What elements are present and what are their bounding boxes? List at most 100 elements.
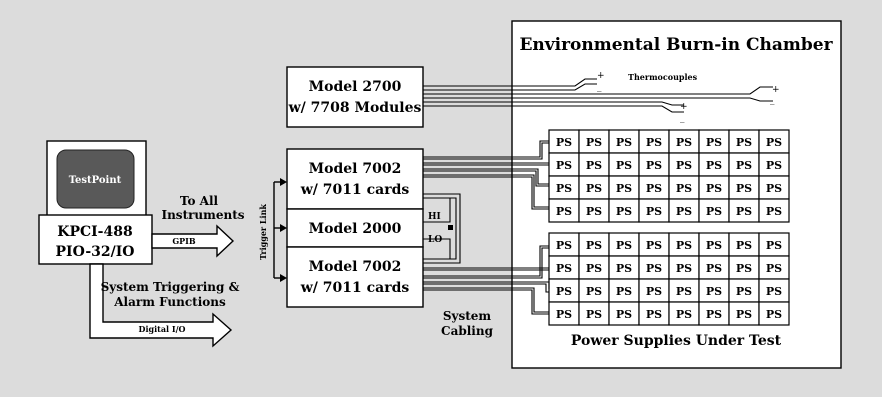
digital-io-arrow xyxy=(89,263,233,348)
model-2000-label: Model 2000 xyxy=(309,221,402,237)
ps-cell-label: PS xyxy=(616,239,632,252)
ps-cell-label: PS xyxy=(586,308,602,321)
ps-cell-label: PS xyxy=(766,308,782,321)
system-triggering-label: System Triggering & xyxy=(101,280,240,294)
ps-cell-label: PS xyxy=(556,262,572,275)
hi-lo-junction xyxy=(448,225,453,230)
lo-label: LO xyxy=(428,235,442,245)
cable-7002b-4 xyxy=(422,287,549,315)
ps-cell-label: PS xyxy=(586,136,602,149)
ps-grid-upper: PS PS PS PS PS PS PS PS PS PS PS PS PS PS PS PS PS PS PS PS… xyxy=(548,129,790,223)
ps-cell-label: PS xyxy=(556,308,572,321)
testpoint-label: TestPoint xyxy=(69,175,122,186)
ps-cell-label: PS xyxy=(706,262,722,275)
ps-cell-label: PS xyxy=(706,239,722,252)
ps-cell-label: PS xyxy=(706,308,722,321)
ps-cell-label: PS xyxy=(616,262,632,275)
ps-cell-label: PS xyxy=(706,285,722,298)
ps-cell-label: PS xyxy=(766,136,782,149)
cabling-label: Cabling xyxy=(441,324,494,338)
tc2-plus: + xyxy=(772,85,780,95)
ps-cell-label: PS xyxy=(676,159,692,172)
ps-cell-label: PS xyxy=(616,182,632,195)
ps-cell-label: PS xyxy=(766,182,782,195)
model-7002-lower-label: Model 7002 xyxy=(309,259,402,275)
ps-cell-label: PS xyxy=(736,159,752,172)
model-7002-lower-box xyxy=(286,246,424,308)
to-all-label: To All xyxy=(180,194,219,208)
model-2700-box xyxy=(286,66,424,128)
gpib-arrow xyxy=(151,224,235,258)
ps-cell-label: PS xyxy=(676,205,692,218)
ps-cell-label: PS xyxy=(676,239,692,252)
hi-wire xyxy=(423,198,451,223)
thermocouple-cables xyxy=(423,78,773,113)
gpib-label: GPIB xyxy=(172,236,196,246)
ps-cell-label: PS xyxy=(706,136,722,149)
hi-lo-wiring xyxy=(423,193,461,264)
chamber-title: Environmental Burn-in Chamber xyxy=(519,35,833,55)
ps-cell-label: PS xyxy=(736,205,752,218)
ps-cell-label: PS xyxy=(556,159,572,172)
ps-cell-label: PS xyxy=(736,136,752,149)
monitor-screen xyxy=(56,149,135,209)
ps-cell-label: PS xyxy=(766,285,782,298)
ps-cell-label: PS xyxy=(766,205,782,218)
model-7002-upper-label: Model 7002 xyxy=(309,161,402,177)
power-supplies-caption: Power Supplies Under Test xyxy=(571,333,782,349)
tc1-minus: _ xyxy=(597,82,602,92)
ps-cell-label: PS xyxy=(766,262,782,275)
hi-lo-outer-loop xyxy=(423,193,461,264)
ps-cell-label: PS xyxy=(766,239,782,252)
cable-7002a-2 xyxy=(422,162,549,166)
ps-cell-label: PS xyxy=(646,239,662,252)
ps-cell-label: PS xyxy=(586,159,602,172)
ps-cell-label: PS xyxy=(736,308,752,321)
ps-cell-label: PS xyxy=(676,182,692,195)
cable-7002a-1 xyxy=(422,140,549,160)
ps-cell-label: PS xyxy=(616,308,632,321)
alarm-functions-label: Alarm Functions xyxy=(113,295,226,309)
thermocouple-polarity-marks: + _ + _ + _ xyxy=(597,71,780,123)
ps-cell-label: PS xyxy=(586,239,602,252)
ps-cell-label: PS xyxy=(736,262,752,275)
thermocouple-2-wires xyxy=(423,86,773,102)
ps-cell-label: PS xyxy=(586,205,602,218)
tc1-plus: + xyxy=(597,71,605,81)
ps-cell-label: PS xyxy=(646,285,662,298)
ps-cell-upper xyxy=(758,198,790,223)
ps-cell-label: PS xyxy=(676,285,692,298)
ps-cell-label: PS xyxy=(556,182,572,195)
tc3-minus: _ xyxy=(680,113,685,123)
trigger-link-label: Trigger Link xyxy=(258,204,268,260)
lo-wire xyxy=(423,238,451,259)
ps-cell-label: PS xyxy=(616,205,632,218)
ps-cell-label: PS xyxy=(676,262,692,275)
ps-cell-label: PS xyxy=(556,136,572,149)
trigger-link-bus xyxy=(273,178,287,282)
ps-cell-label: PS xyxy=(646,136,662,149)
ps-cell-label: PS xyxy=(646,159,662,172)
ps-cell-label: PS xyxy=(706,159,722,172)
tc2-minus: _ xyxy=(770,95,775,105)
ps-cell-label: PS xyxy=(736,239,752,252)
ps-grid-lower: PS PS PS PS PS PS PS PS PS PS PS PS PS PS PS PS PS PS PS PS… xyxy=(548,232,790,326)
ps-cell-label: PS xyxy=(706,182,722,195)
ps-cell-label: PS xyxy=(706,205,722,218)
cable-7002a-3 xyxy=(422,168,549,187)
ps-cell-label: PS xyxy=(736,285,752,298)
pio-32-label: PIO-32/IO xyxy=(56,244,135,260)
ps-cell-label: PS xyxy=(646,182,662,195)
ps-cell-label: PS xyxy=(676,308,692,321)
thermocouple-1-wires xyxy=(423,78,597,91)
ps-cell-lower xyxy=(758,301,790,326)
model-7002-lower-sublabel: w/ 7011 cards xyxy=(300,280,410,296)
cable-7002a-4 xyxy=(422,174,549,210)
digital-io-label: Digital I/O xyxy=(139,324,186,334)
hi-lo-inner-loop xyxy=(423,197,457,260)
cable-7002b-2 xyxy=(422,245,549,279)
ps-cell-label: PS xyxy=(736,182,752,195)
ps-cell-label: PS xyxy=(646,308,662,321)
cable-7002b-3 xyxy=(422,281,550,293)
